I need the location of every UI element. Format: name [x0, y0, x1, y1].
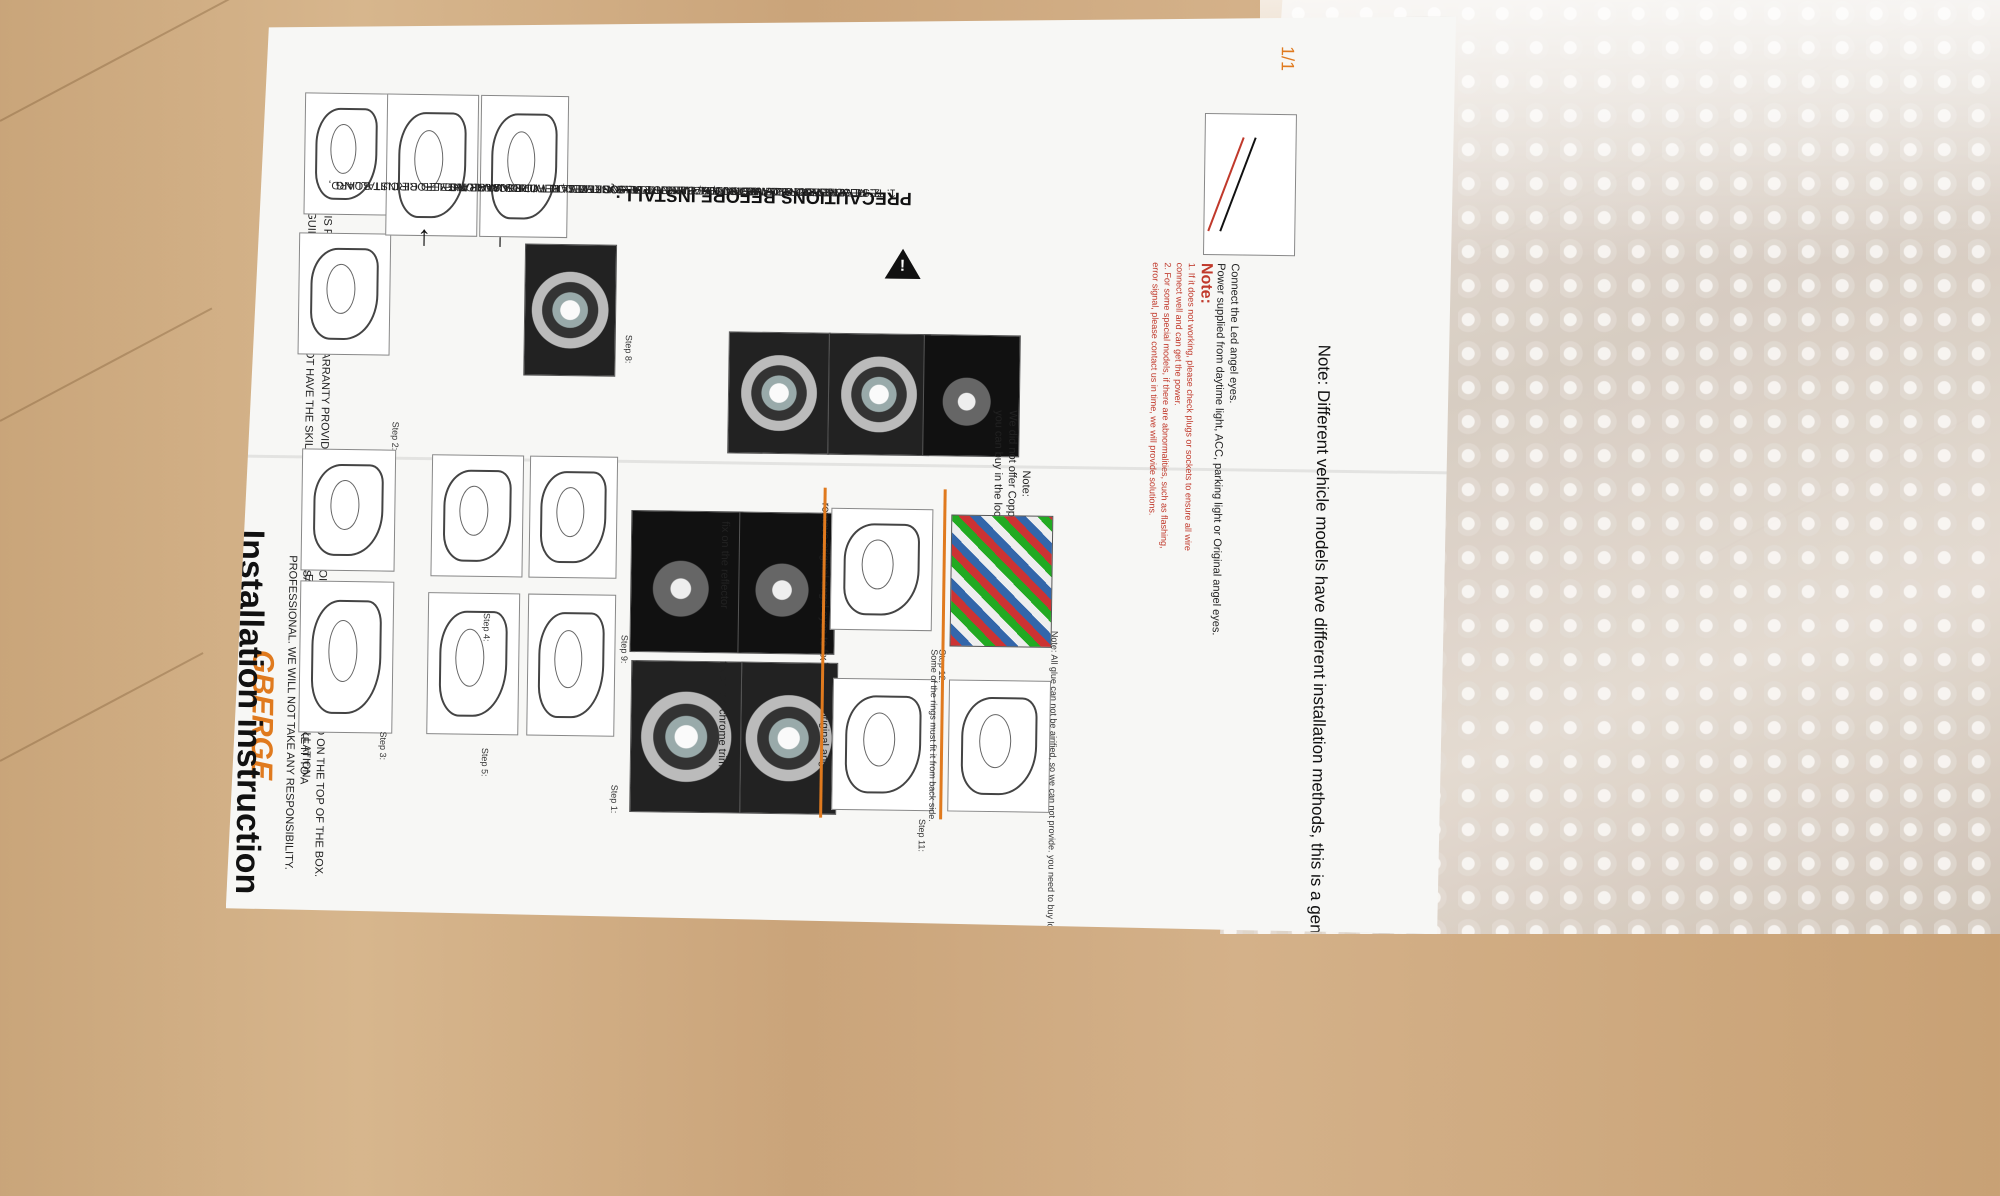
warning-icon — [885, 249, 921, 279]
page-number: 1/1 — [1277, 45, 1298, 72]
ring-photo — [827, 333, 931, 456]
step-2-label: Step 2: — [390, 421, 401, 451]
note-line-1: 1. If it does not working, please check … — [1182, 262, 1197, 551]
step-diagram — [479, 95, 569, 238]
label-fix-chrome: fix on the chrome trim — [715, 661, 730, 768]
step-diagram — [298, 232, 392, 355]
sheet-fold — [232, 454, 1462, 474]
step-diagram — [526, 594, 616, 737]
page-subtitle: (smd led angel eye as an example) — [211, 329, 244, 704]
wire-diagram — [1203, 113, 1297, 256]
headlight-photo — [523, 243, 617, 376]
step-diagram — [301, 448, 397, 571]
connect-line-1: Connect the Led angel eyes. — [1226, 263, 1241, 404]
floor-board-seam — [0, 307, 213, 422]
page-title: Installation instruction — [227, 529, 272, 895]
step-diagram — [426, 592, 520, 735]
glue-photo — [950, 514, 1054, 647]
step-diagram — [298, 580, 394, 733]
label-fix-reflector: fix on the reflector — [718, 521, 732, 609]
step-1-label: Step 1: — [609, 784, 620, 814]
glue-note: Note: All glue can not be airified, so w… — [1045, 630, 1060, 947]
ring-photo — [727, 331, 831, 454]
copper-note-label: Note: — [1019, 470, 1032, 497]
step-8-label: Step 8: — [623, 334, 634, 364]
connect-line-2: Power supplied from daytime light, ACC, … — [1209, 263, 1227, 636]
ring-diagram — [830, 508, 934, 631]
instruction-sheet: GBERGE Installation instruction (smd led… — [226, 0, 1469, 935]
step-diagram — [303, 92, 389, 215]
note-label: Note: — [1197, 262, 1215, 305]
note-line-3: 2. For some special models, if there are… — [1158, 262, 1173, 549]
note-line-2: connect well and can get the power. — [1172, 262, 1185, 406]
step-9-label: Step 9: — [619, 634, 630, 664]
note-line-4: error signal, please contact us in time,… — [1147, 262, 1161, 516]
step-diagram — [430, 454, 524, 577]
step-4-label: Step 4: — [481, 612, 492, 642]
floor-board-seam — [0, 652, 204, 762]
step-11-label: Step 11: — [916, 819, 928, 853]
ring-diagram — [947, 679, 1051, 812]
ring-diagram — [831, 678, 935, 811]
step-3-label: Step 3: — [377, 731, 389, 761]
step-diagram — [385, 94, 479, 237]
intro-line-2: PROFESSIONAL. WE WILL NOT TAKE ANY RESPO… — [282, 555, 299, 870]
floor-board-seam — [0, 0, 231, 122]
arrow-up-icon: ↑ — [416, 219, 432, 252]
step-diagram — [528, 456, 618, 579]
step-5-label: Step 5: — [479, 747, 491, 777]
